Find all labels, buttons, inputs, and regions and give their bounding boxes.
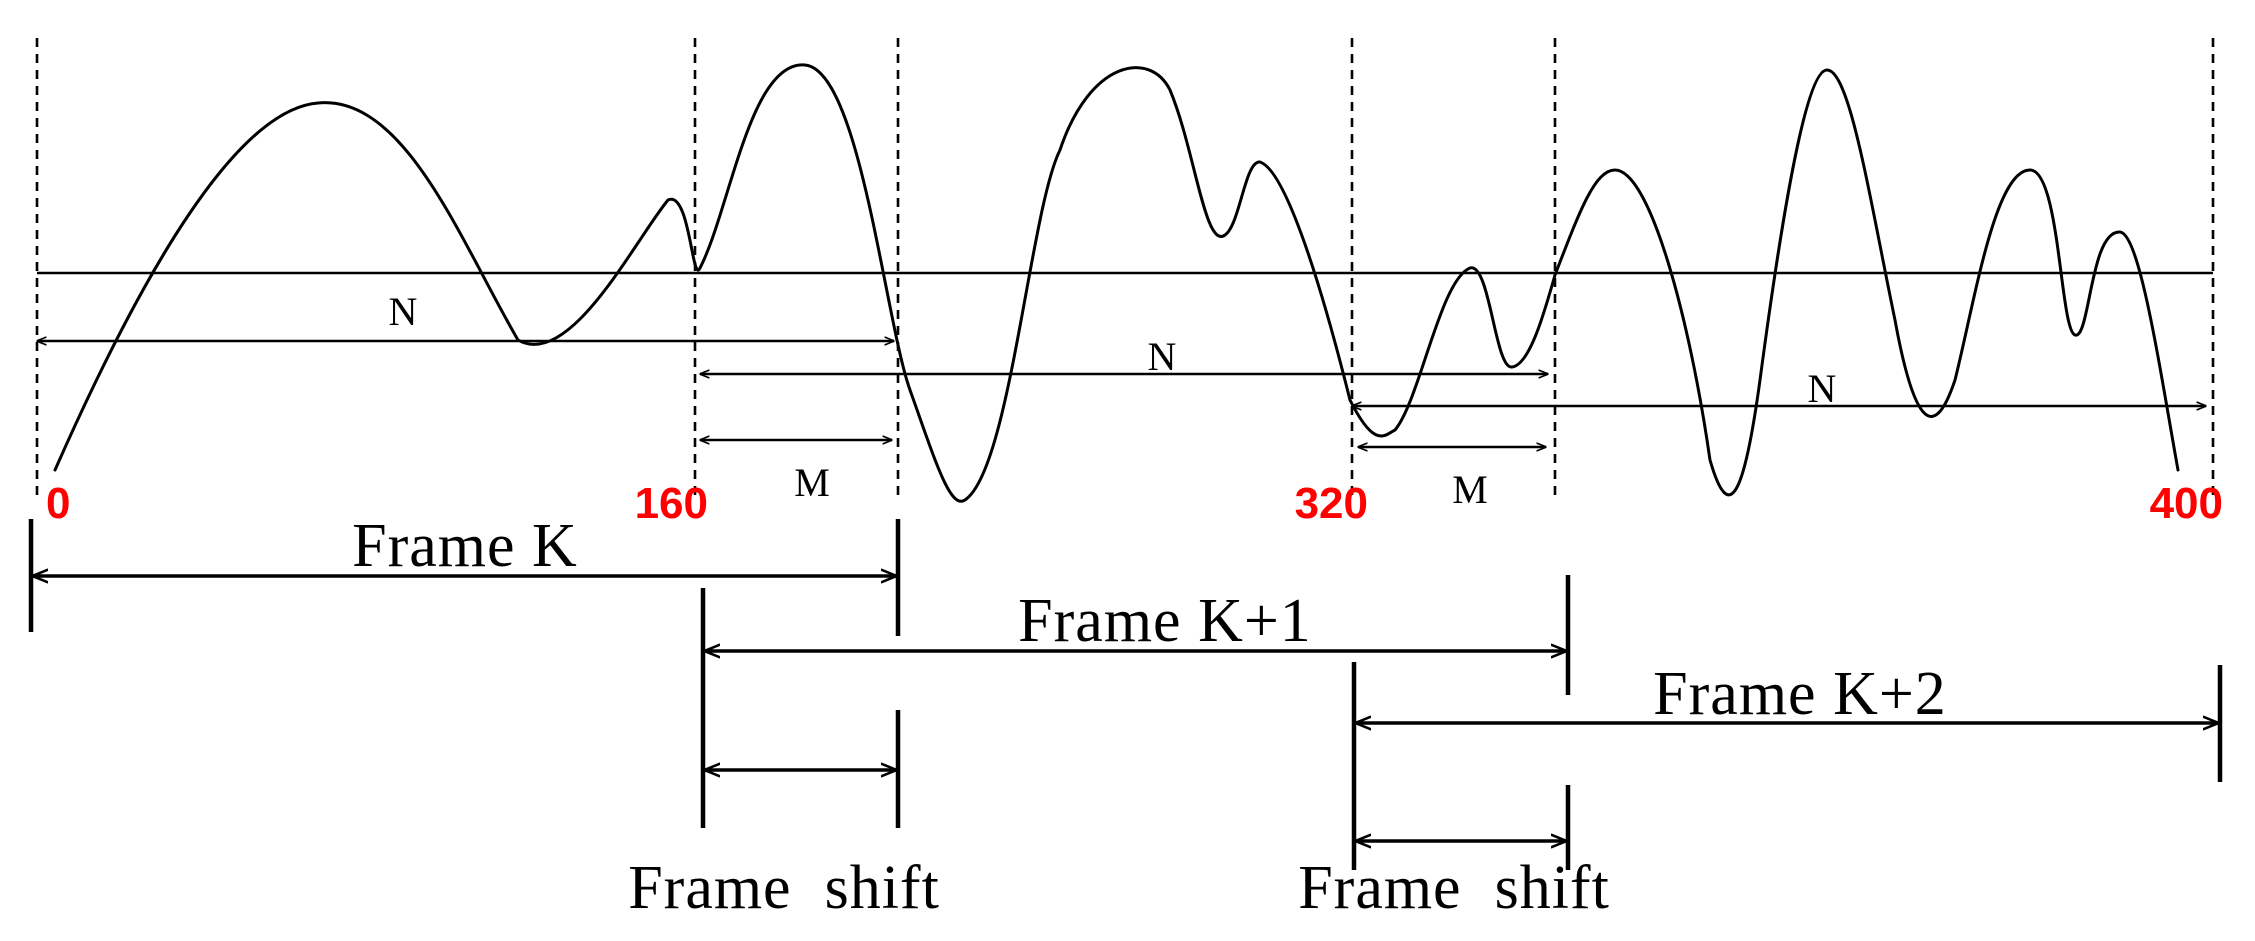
n-label: N xyxy=(1148,334,1177,379)
m-label: M xyxy=(1452,467,1488,512)
boundary-lines xyxy=(35,38,2215,500)
sample-index-label: 400 xyxy=(2150,479,2223,528)
sample-index-label: 0 xyxy=(46,479,70,528)
frame-k-label: Frame K xyxy=(352,512,578,580)
frame-k2-label: Frame K+2 xyxy=(1653,660,1947,728)
speech-waveform xyxy=(53,63,2180,503)
frame-k1-label: Frame K+1 xyxy=(1018,587,1312,655)
m-label: M xyxy=(794,460,830,505)
frame-shift-label: Frame shift xyxy=(628,854,940,922)
n-label: N xyxy=(1808,366,1837,411)
sample-index-label: 160 xyxy=(635,479,708,528)
frame-shift-label: Frame shift xyxy=(1298,854,1610,922)
sample-index-label: 320 xyxy=(1295,479,1368,528)
n-label: N xyxy=(389,289,418,334)
